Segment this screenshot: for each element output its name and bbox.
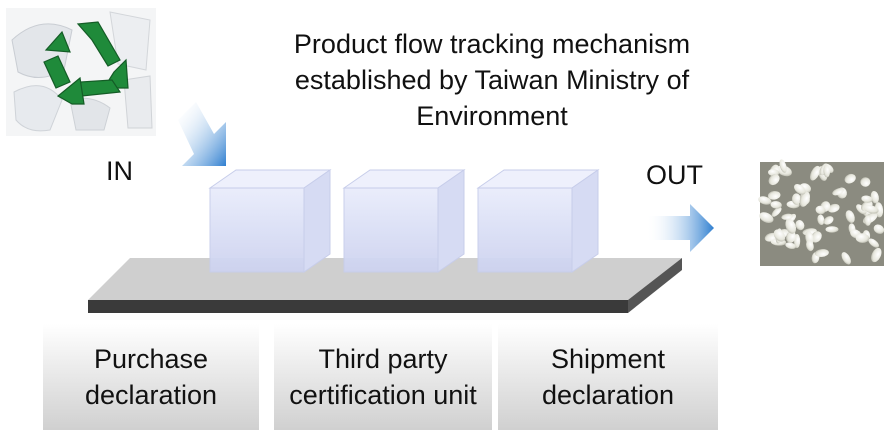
pellet — [863, 204, 879, 214]
pellet — [856, 204, 867, 215]
pellet — [791, 193, 801, 205]
title-line-1: Product flow tracking mechanism — [293, 29, 691, 59]
pellet — [786, 231, 796, 243]
stage-label-line: Shipment — [550, 344, 666, 374]
pellet — [785, 242, 797, 250]
stage-third-party-certification: Third party certification unit — [274, 324, 492, 430]
stage-shipment-declaration: Shipment declaration — [498, 324, 718, 430]
title-line-2: established by Taiwan Ministry of — [294, 65, 690, 95]
pellet — [861, 195, 873, 203]
diagram-title: Product flow tracking mechanism establis… — [240, 26, 744, 134]
stage-purchase-declaration: Purchase declaration — [43, 324, 259, 430]
stage-label-line: certification unit — [289, 380, 477, 410]
pellet — [832, 187, 844, 196]
pellet — [855, 233, 870, 243]
cube-certification — [342, 169, 466, 273]
pellet — [759, 212, 774, 223]
pellet — [864, 215, 872, 226]
pellet — [874, 202, 884, 218]
in-label: IN — [106, 156, 133, 186]
pellet — [767, 190, 781, 200]
plastic-waste-recycle-photo — [6, 8, 156, 136]
stage-label-line: Third party — [318, 344, 448, 374]
pellet — [806, 240, 814, 252]
pellet — [815, 205, 826, 215]
pellet — [771, 207, 782, 217]
pellet — [811, 231, 822, 243]
pellet — [809, 165, 821, 181]
pellet — [873, 224, 885, 234]
recycle-icon — [43, 21, 129, 105]
pellet — [844, 173, 856, 184]
pellet — [814, 249, 829, 257]
pellet — [781, 213, 794, 220]
out-label: OUT — [646, 160, 703, 190]
pellet — [825, 226, 839, 233]
pellet — [799, 191, 810, 207]
plastic-pellets-photo — [758, 159, 885, 266]
title-line-3: Environment — [416, 101, 568, 131]
pellet — [870, 190, 879, 204]
pellet — [768, 174, 780, 186]
cube-purchase — [208, 169, 332, 273]
arrow-down-right-icon — [178, 102, 226, 166]
pellet — [871, 247, 882, 263]
stage-label-line: declaration — [541, 380, 675, 410]
pellet — [841, 252, 851, 265]
pellet — [773, 229, 786, 242]
pellet — [845, 210, 855, 223]
pellet — [868, 238, 879, 248]
pellet — [794, 184, 806, 195]
pellet — [860, 177, 871, 187]
pellet — [823, 216, 834, 225]
pellet — [785, 218, 797, 234]
cube-shipment — [476, 169, 600, 273]
pellet — [823, 164, 831, 178]
stage-label-line: Purchase — [93, 344, 209, 374]
arrow-right-icon — [646, 204, 714, 252]
pellet — [817, 214, 825, 226]
pellet — [827, 203, 840, 213]
pellet — [795, 220, 805, 231]
pellet — [779, 159, 787, 173]
stage-label-line: declaration — [84, 380, 218, 410]
pellet — [758, 196, 772, 205]
pellet — [770, 201, 782, 209]
